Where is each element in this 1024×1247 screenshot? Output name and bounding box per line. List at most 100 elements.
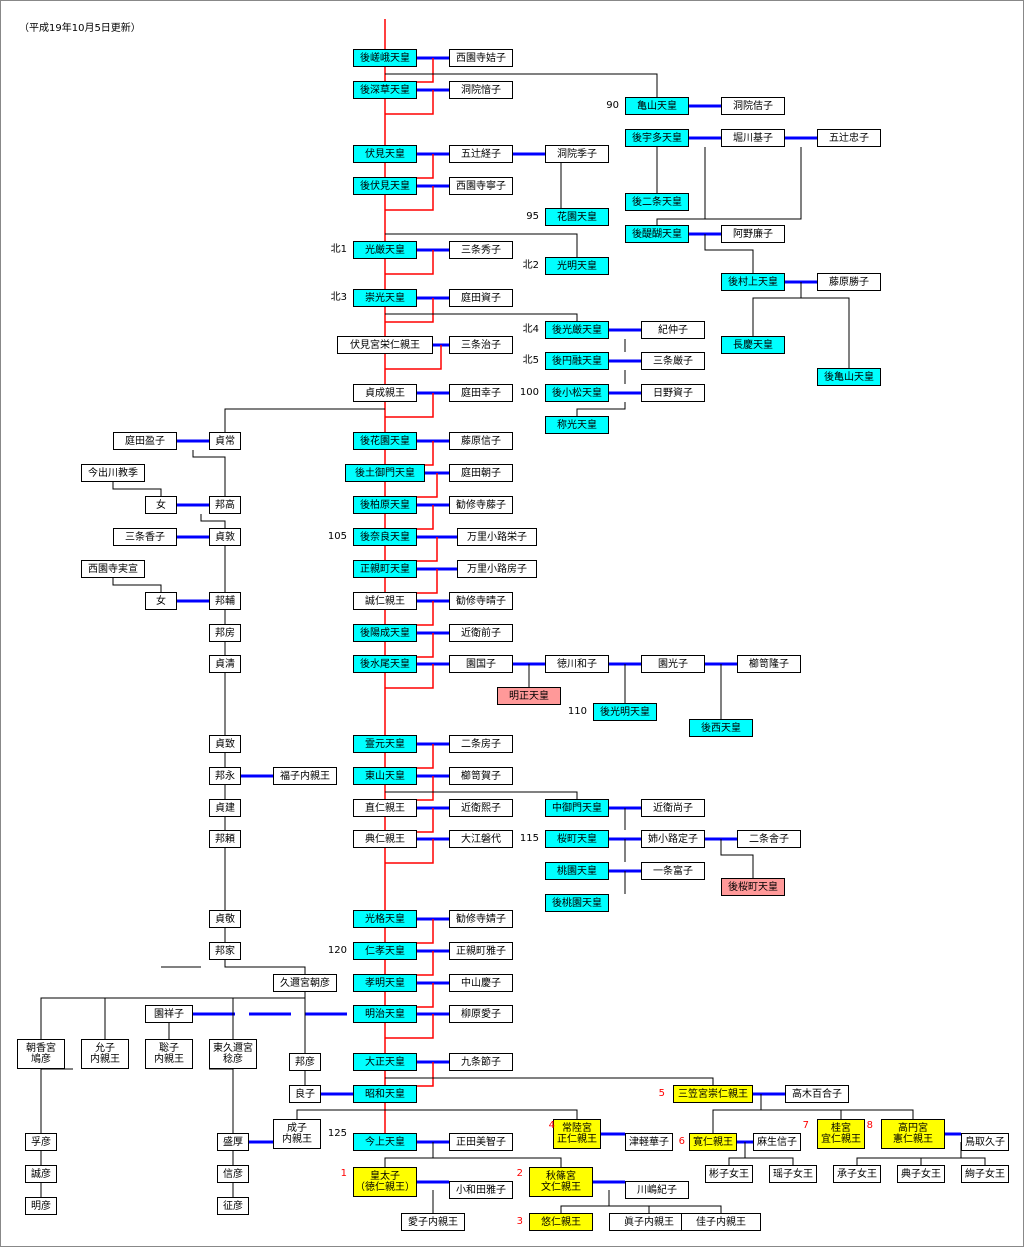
person-sadaatsu: 貞敦	[209, 528, 241, 546]
person-owada-masako: 小和田雅子	[449, 1181, 513, 1199]
person-tsugaru-hanako: 津軽華子	[625, 1133, 673, 1151]
person-ki-nakako: 紀仲子	[641, 321, 705, 339]
person-morihiro: 盛厚	[217, 1133, 249, 1151]
person-kunisuke: 邦輔	[209, 592, 241, 610]
gomurakami-link	[704, 234, 754, 273]
person-gofushimi: 後伏見天皇	[353, 177, 417, 195]
person-goyozei: 後陽成天皇	[353, 624, 417, 642]
person-toin-inshi: 洞院愔子	[449, 81, 513, 99]
person-sono-mitsuko: 園光子	[641, 655, 705, 673]
person-kushige-yoshiko: 櫛笥賀子	[449, 767, 513, 785]
person-sanjo-haruko: 三条治子	[449, 336, 513, 354]
person-gosakuramachi: 後桜町天皇	[721, 878, 785, 896]
person-horikawa-motoko: 堀川基子	[721, 129, 785, 147]
person-musume1: 女	[145, 496, 177, 514]
person-godaigo: 後醍醐天皇	[625, 225, 689, 243]
person-hino-sukeko: 日野資子	[641, 384, 705, 402]
person-ogimachi-naoko: 正親町雅子	[449, 942, 513, 960]
person-meiji: 明治天皇	[353, 1005, 417, 1023]
person-sadatsune: 貞常	[209, 432, 241, 450]
person-niwata-yukiko: 庭田幸子	[449, 384, 513, 402]
person-fumiko-naishinno: 允子 内親王	[81, 1039, 129, 1069]
person-ano-renshi: 阿野廉子	[721, 225, 785, 243]
person-gotsuji-tadako: 五辻忠子	[817, 129, 881, 147]
reign-number-n110: 110	[567, 706, 587, 717]
person-sadafusa: 貞成親王	[353, 384, 417, 402]
reign-number-n115: 115	[519, 833, 539, 844]
person-fujiwara-katsuko: 藤原勝子	[817, 273, 881, 291]
succession-number-s6: 6	[678, 1136, 685, 1147]
descent-line	[385, 186, 434, 211]
person-takahiko: 孚彦	[25, 1133, 57, 1151]
person-sanjo-itsuko: 三条厳子	[641, 352, 705, 370]
person-kotaishi: 皇太子 （徳仁親王）	[353, 1167, 417, 1197]
reign-number-n100: 100	[519, 387, 539, 398]
higashikuni-child	[209, 1068, 234, 1133]
asaka-child	[40, 1068, 73, 1133]
person-gomomozono: 後桃園天皇	[545, 894, 609, 912]
succession-number-s2: 2	[516, 1168, 523, 1179]
ayako-link	[961, 1157, 986, 1165]
person-shoda-michiko: 正田美智子	[449, 1133, 513, 1151]
succession-number-s7: 7	[802, 1120, 809, 1131]
sadaatsu-link	[200, 514, 226, 528]
person-gotsuji-tsuneko: 五辻経子	[449, 145, 513, 163]
person-imadegawa-kazusue: 今出川教季	[81, 464, 145, 482]
kako-link	[649, 1205, 722, 1213]
tomohito-children	[728, 1142, 746, 1165]
person-kunie: 邦家	[209, 942, 241, 960]
person-takagi-yuriko: 高木百合子	[785, 1085, 849, 1103]
person-gomurakami: 後村上天皇	[721, 273, 785, 291]
reign-number-k1: 北1	[330, 244, 347, 255]
person-hanazono: 花園天皇	[545, 208, 609, 226]
person-kajuji-fujiko: 勧修寺藤子	[449, 496, 513, 514]
gosakuramachi-link	[720, 839, 754, 878]
person-toshiko-naishinno: 聡子 内親王	[145, 1039, 193, 1069]
reign-number-n95: 95	[526, 211, 539, 222]
person-madenokoji-fusako: 万里小路房子	[457, 560, 537, 578]
person-gosaga: 後嵯峨天皇	[353, 49, 417, 67]
gokameyama-link	[801, 297, 850, 368]
person-gohanazono: 後花園天皇	[353, 432, 417, 450]
person-noriko: 典子女王	[897, 1165, 945, 1183]
showa-children	[385, 1109, 578, 1119]
person-kameyama: 亀山天皇	[625, 97, 689, 115]
succession-number-s1: 1	[340, 1168, 347, 1179]
person-sadakiyo: 貞清	[209, 655, 241, 673]
person-tottori-hisako: 鳥取久子	[961, 1133, 1009, 1151]
kameyama-branch	[385, 73, 658, 97]
mikasa-children	[712, 1094, 762, 1133]
asahiko-children	[40, 992, 306, 1039]
person-tsuguko: 承子女王	[833, 1165, 881, 1183]
person-kushige-takako: 櫛笥隆子	[737, 655, 801, 673]
person-gonara: 後奈良天皇	[353, 528, 417, 546]
person-toin-sueko: 洞院季子	[545, 145, 609, 163]
saionji-link	[112, 578, 162, 592]
reign-number-k2: 北2	[522, 260, 539, 271]
mikasa-link	[385, 1077, 714, 1085]
kinjo-children	[384, 1142, 434, 1167]
gokogon-link	[385, 313, 578, 321]
person-sukehito: 典仁親王	[353, 830, 417, 848]
person-takamado: 高円宮 憲仁親王	[881, 1119, 945, 1149]
person-momozono: 桃園天皇	[545, 862, 609, 880]
person-kujo-sadako: 九条節子	[449, 1053, 513, 1071]
person-musume2: 女	[145, 592, 177, 610]
person-gokameyama: 後亀山天皇	[817, 368, 881, 386]
person-niwata-asako: 庭田朝子	[449, 464, 513, 482]
descent-line	[385, 1014, 434, 1039]
person-gokogon: 後光厳天皇	[545, 321, 609, 339]
person-sanjo-kaoruko: 三条香子	[113, 528, 177, 546]
person-akihiko: 明彦	[25, 1197, 57, 1215]
person-ninko: 仁孝天皇	[353, 942, 417, 960]
person-konoe-hiroko: 近衛熙子	[449, 799, 513, 817]
person-akiko: 彬子女王	[705, 1165, 753, 1183]
person-shigeko: 成子 内親王	[273, 1119, 321, 1149]
person-gotsuchimikado: 後土御門天皇	[345, 464, 425, 482]
reign-number-n90: 90	[606, 100, 619, 111]
person-kinjo: 今上天皇	[353, 1133, 417, 1151]
person-higashikuni-naruhiko: 東久邇宮 稔彦	[209, 1039, 257, 1069]
person-fukuko: 福子内親王	[273, 767, 337, 785]
person-hisahito: 悠仁親王	[529, 1213, 593, 1231]
